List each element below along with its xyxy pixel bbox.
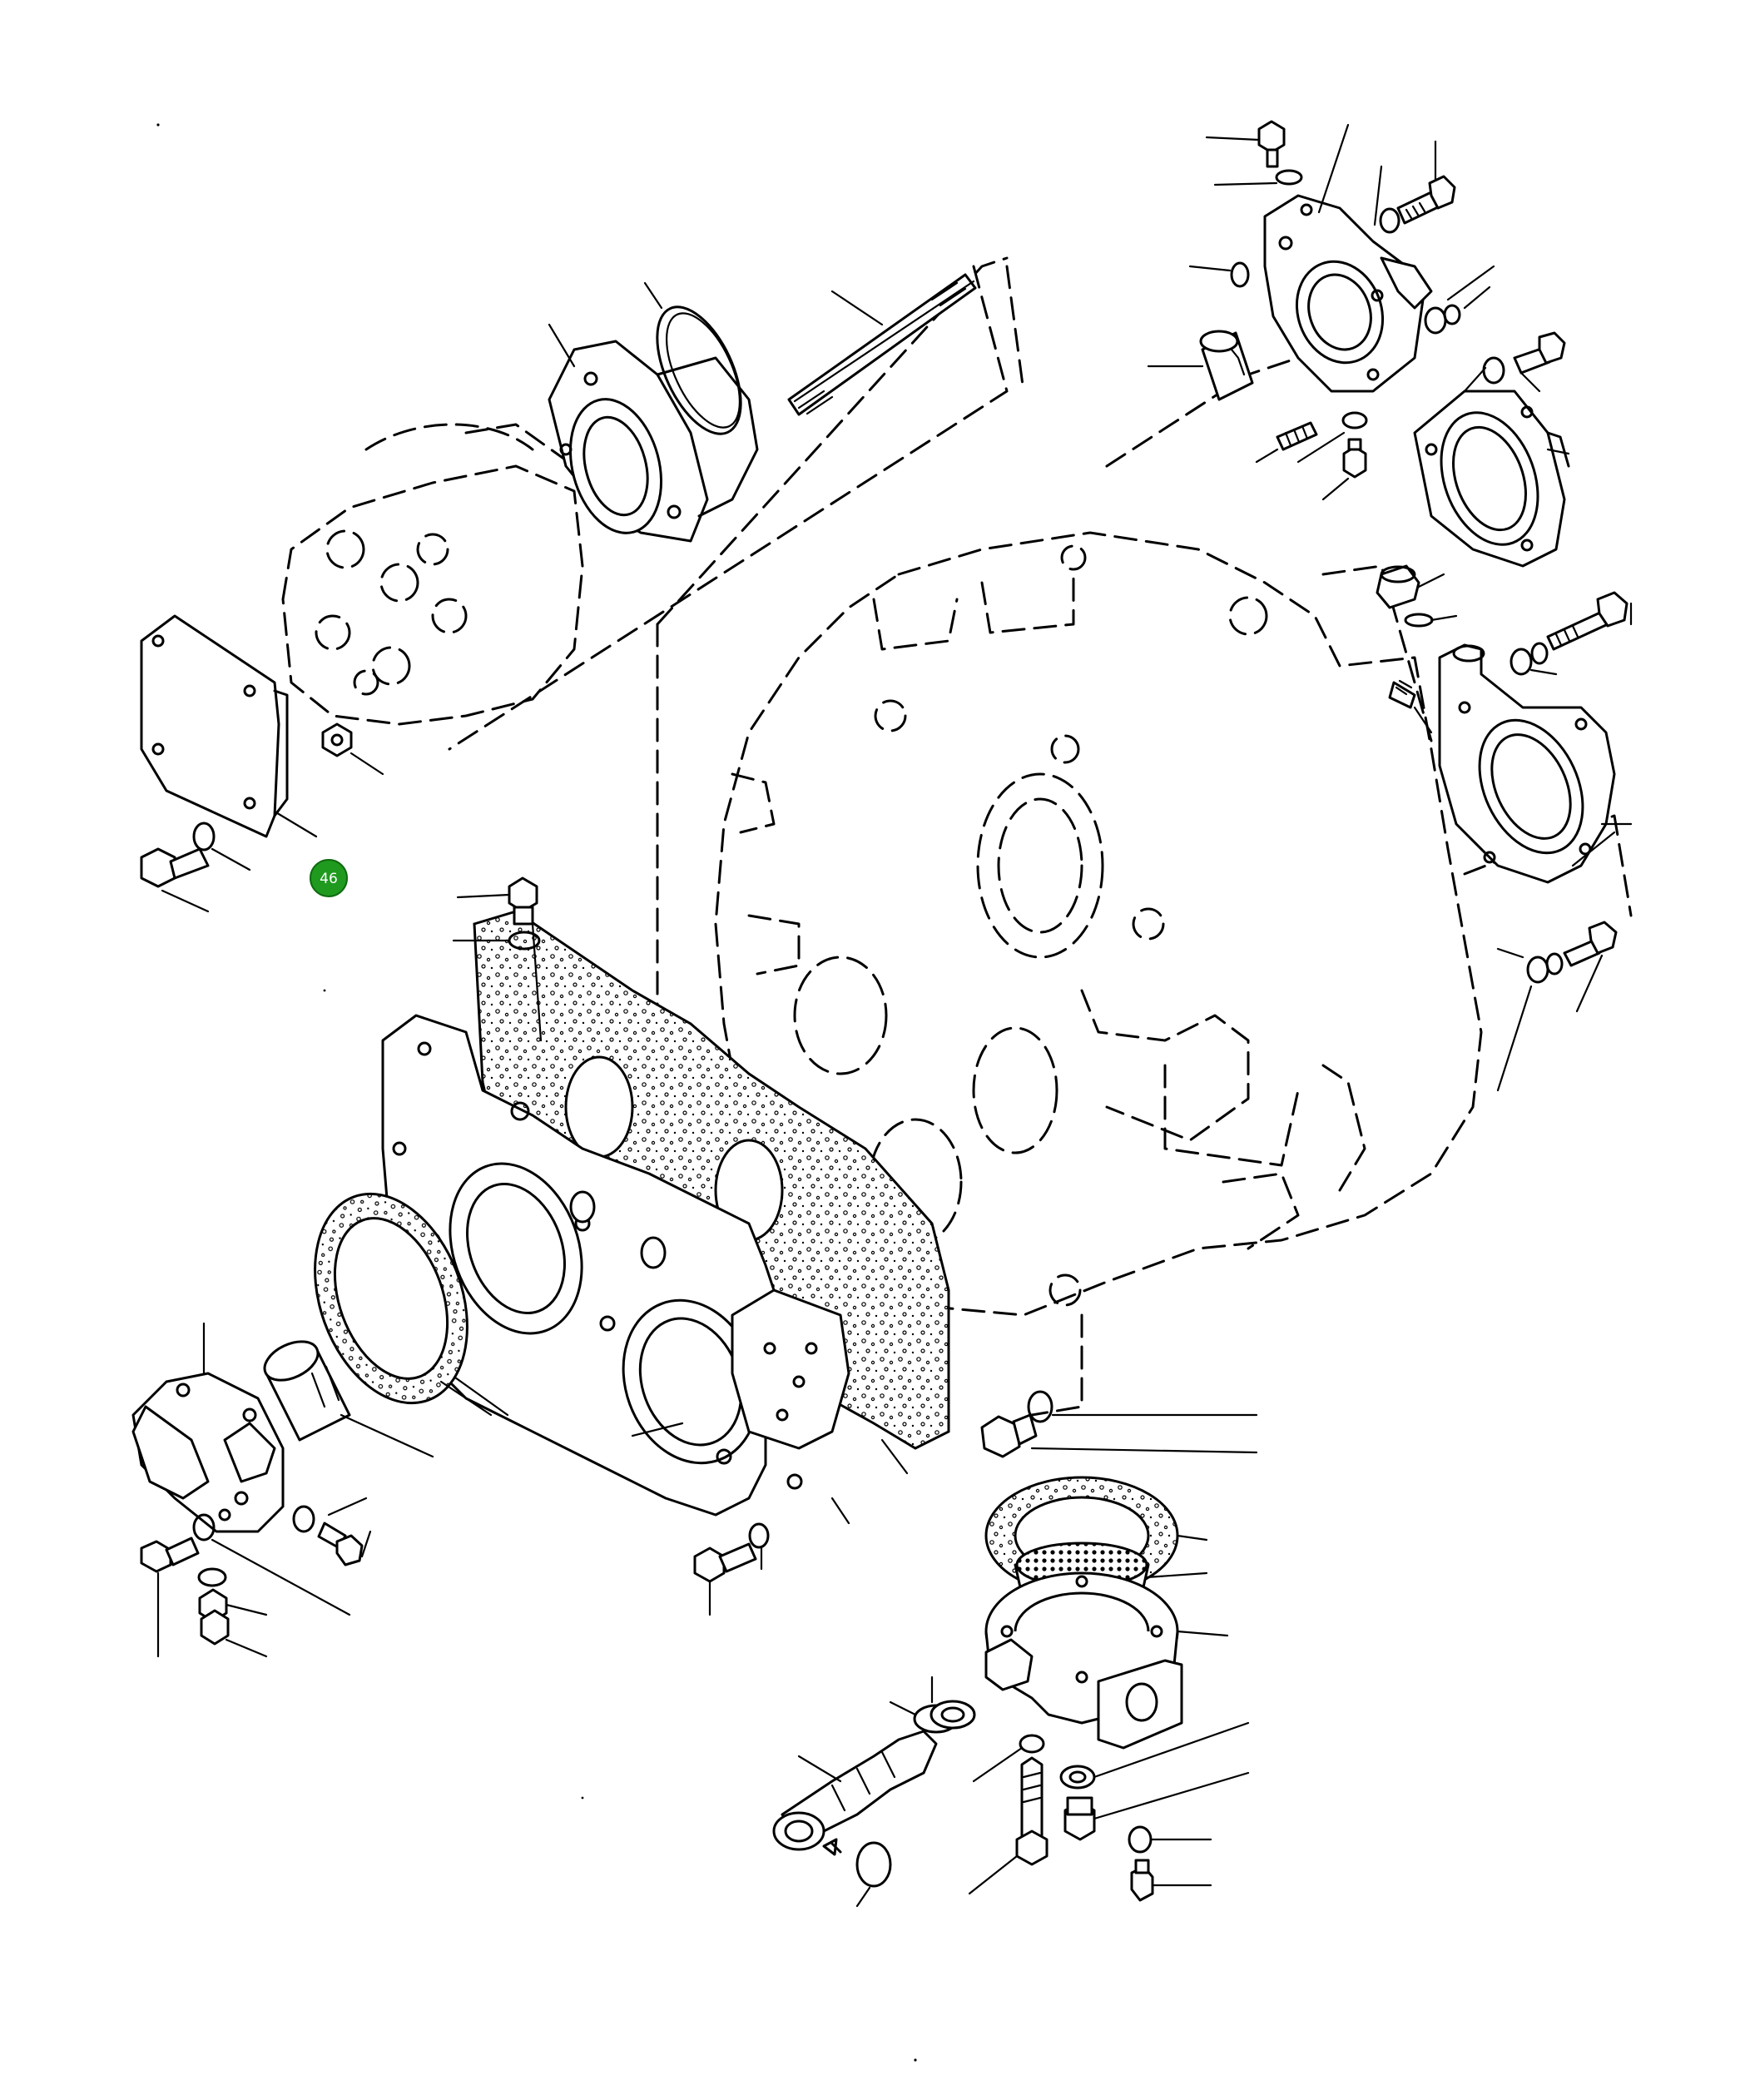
transmission-housing-outline xyxy=(714,531,1483,1317)
cap-screw-left-cover xyxy=(140,822,251,913)
upper-right-bearing-housing xyxy=(1263,123,1433,393)
bolt-center-lower xyxy=(693,1522,770,1616)
pump-body-outline xyxy=(281,423,584,726)
breather-cap xyxy=(1376,564,1458,628)
o-ring-small-upper xyxy=(1188,261,1250,288)
pump-cover-plate xyxy=(140,614,318,838)
right-elbow-housing xyxy=(1438,643,1633,884)
washer-right-mid xyxy=(1424,265,1495,335)
callout-label-46: 46 xyxy=(320,871,338,887)
drain-plug-upper xyxy=(1296,411,1368,501)
drain-plug-strainer xyxy=(1059,1721,1250,1841)
front-cover-plate xyxy=(381,1014,909,1525)
o-ring-lower-valve xyxy=(855,1841,892,1908)
valve-spool-assembly xyxy=(772,1730,938,1856)
bolt-washer-upper-right xyxy=(1373,140,1456,234)
large-flange-right xyxy=(1413,390,1570,568)
drain-plug-top-center xyxy=(452,876,543,1042)
o-ring-large xyxy=(643,281,742,435)
drain-plug-lower xyxy=(980,1390,1258,1458)
spring-seat-washer xyxy=(889,1676,976,1734)
pump-flange-ring xyxy=(548,323,759,543)
stud-small xyxy=(1255,421,1318,464)
bolt-right-upper xyxy=(1463,331,1566,393)
left-elbow-housing xyxy=(131,1322,285,1533)
bolt-washer-strainer-bottom xyxy=(1128,1825,1212,1902)
nut-washer-left-lower xyxy=(197,1567,268,1658)
strainer-housing xyxy=(984,1571,1229,1750)
bushing-left xyxy=(263,1340,434,1458)
artifact-dots xyxy=(156,123,917,2062)
bushing-upper xyxy=(1147,330,1254,401)
drive-shaft xyxy=(787,273,977,416)
stud-right-mid xyxy=(1388,679,1433,734)
callout-badge-46[interactable]: 46 xyxy=(310,859,348,897)
long-bolt-strainer xyxy=(968,1734,1048,1895)
bolt-right-lower xyxy=(1496,921,1618,1092)
flange-gasket-left xyxy=(314,1192,493,1417)
bolt-left-mid xyxy=(292,1497,372,1566)
upper-right-bolt xyxy=(1205,120,1303,186)
bolt-left-lower xyxy=(140,1513,351,1658)
bolt-right-long xyxy=(1510,591,1633,676)
hex-nut xyxy=(321,722,384,776)
